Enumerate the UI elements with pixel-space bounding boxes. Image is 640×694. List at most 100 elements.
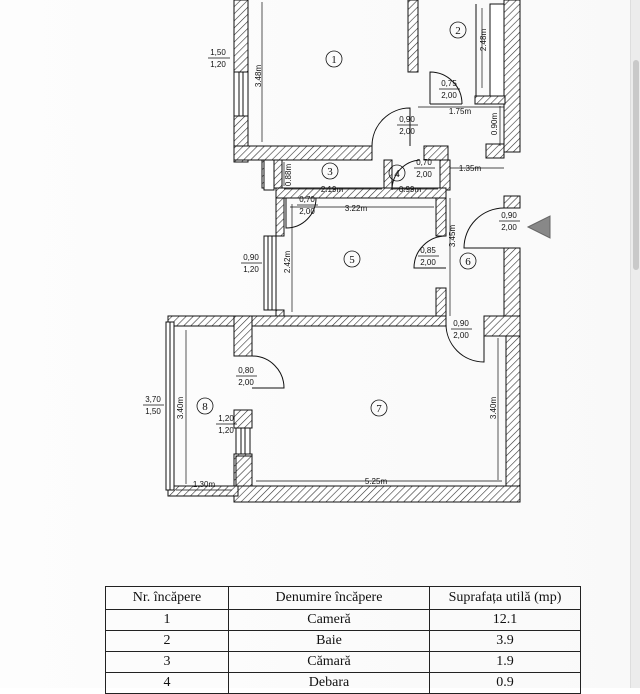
dim-1-35: 1.35m bbox=[459, 164, 482, 173]
label-door-090a: 0,90 2,00 bbox=[397, 115, 418, 136]
cell-nr: 2 bbox=[105, 630, 229, 652]
dim-1-30: 1.30m bbox=[193, 480, 216, 489]
room-1-marker: 1 bbox=[325, 50, 343, 68]
cell-name: Baie bbox=[228, 630, 430, 652]
windows bbox=[165, 71, 277, 491]
floor-plan: 3.48m 2.48m 1.75m 0.90m 0.88m 2.19m 0.99… bbox=[143, 0, 551, 503]
cell-nr: 3 bbox=[105, 651, 229, 673]
svg-text:0,70: 0,70 bbox=[416, 158, 432, 167]
svg-text:2,00: 2,00 bbox=[238, 378, 254, 387]
room-numbers: 1 2 3 4 5 6 7 8 bbox=[196, 21, 477, 417]
dim-2-42: 2.42m bbox=[283, 251, 292, 274]
svg-text:6: 6 bbox=[465, 256, 471, 268]
room-7-marker: 7 bbox=[370, 399, 388, 417]
label-win8b: 1,20 1,20 bbox=[216, 414, 237, 435]
svg-text:2,00: 2,00 bbox=[441, 91, 457, 100]
dim-5-25: 5.25m bbox=[365, 477, 388, 486]
label-door-090b: 0,90 2,00 bbox=[451, 319, 472, 340]
svg-text:1,20: 1,20 bbox=[218, 426, 234, 435]
dim-1-75: 1.75m bbox=[449, 107, 472, 116]
entry-arrow-icon bbox=[526, 215, 551, 239]
svg-text:1,50: 1,50 bbox=[145, 407, 161, 416]
svg-text:1,20: 1,20 bbox=[243, 265, 259, 274]
cell-area: 12.1 bbox=[429, 609, 581, 631]
vertical-scrollbar[interactable] bbox=[630, 0, 640, 688]
room-2-marker: 2 bbox=[449, 21, 467, 39]
svg-text:7: 7 bbox=[376, 403, 382, 415]
dim-3-22: 3.22m bbox=[345, 204, 368, 213]
dim-3-48: 3.48m bbox=[254, 65, 263, 88]
label-door-080: 0,80 2,00 bbox=[236, 366, 257, 387]
svg-text:0,80: 0,80 bbox=[238, 366, 254, 375]
dim-0-99: 0.99m bbox=[399, 185, 422, 194]
dimension-labels: 3.48m 2.48m 1.75m 0.90m 0.88m 2.19m 0.99… bbox=[176, 29, 499, 489]
dimension-lines bbox=[176, 2, 504, 491]
room-6-marker: 6 bbox=[459, 252, 477, 270]
svg-text:0,90: 0,90 bbox=[399, 115, 415, 124]
cell-nr: 4 bbox=[105, 672, 229, 694]
opening-labels: 1,50 1,20 0,75 2,00 0,90 2,00 0,70 2,00 … bbox=[143, 48, 520, 435]
svg-text:2,00: 2,00 bbox=[416, 170, 432, 179]
cell-area: 0.9 bbox=[429, 672, 581, 694]
dim-3-45: 3.45m bbox=[448, 225, 457, 248]
header-room-name: Denumire încăpere bbox=[228, 586, 430, 610]
svg-text:2,00: 2,00 bbox=[299, 207, 315, 216]
svg-text:3,70: 3,70 bbox=[145, 395, 161, 404]
svg-text:0,90: 0,90 bbox=[453, 319, 469, 328]
table-header-row: Nr. încăpere Denumire încăpere Suprafața… bbox=[105, 586, 581, 610]
svg-text:0,90: 0,90 bbox=[501, 211, 517, 220]
cell-area: 3.9 bbox=[429, 630, 581, 652]
svg-text:0,90: 0,90 bbox=[243, 253, 259, 262]
svg-text:1,20: 1,20 bbox=[210, 60, 226, 69]
svg-text:5: 5 bbox=[349, 254, 355, 266]
cell-area: 1.9 bbox=[429, 651, 581, 673]
svg-text:2,00: 2,00 bbox=[399, 127, 415, 136]
header-room-number: Nr. încăpere bbox=[105, 586, 229, 610]
doors bbox=[251, 71, 505, 389]
svg-text:2,00: 2,00 bbox=[453, 331, 469, 340]
room-5-marker: 5 bbox=[343, 250, 361, 268]
dim-2-48: 2.48m bbox=[479, 29, 488, 52]
label-door-entry: 0,90 2,00 bbox=[499, 211, 520, 232]
svg-text:0,85: 0,85 bbox=[420, 246, 436, 255]
room-area-table: Nr. încăpere Denumire încăpere Suprafața… bbox=[105, 586, 581, 694]
table-row: 2 Baie 3.9 bbox=[105, 630, 581, 652]
label-win1: 1,50 1,20 bbox=[208, 48, 230, 69]
dim-0-90-v: 0.90m bbox=[490, 113, 499, 136]
label-win5: 0,90 1,20 bbox=[241, 253, 262, 274]
svg-text:0,70: 0,70 bbox=[299, 195, 315, 204]
scrollbar-thumb[interactable] bbox=[633, 60, 639, 270]
table-row: 1 Cameră 12.1 bbox=[105, 609, 581, 631]
cell-nr: 1 bbox=[105, 609, 229, 631]
bath-fixture bbox=[475, 3, 505, 97]
room-4-marker: 4 bbox=[388, 164, 406, 182]
dim-3-40-right: 3.40m bbox=[489, 397, 498, 420]
svg-text:2,00: 2,00 bbox=[501, 223, 517, 232]
svg-text:0,75: 0,75 bbox=[441, 79, 457, 88]
svg-text:3: 3 bbox=[327, 166, 333, 178]
svg-text:2,00: 2,00 bbox=[420, 258, 436, 267]
cell-name: Debara bbox=[228, 672, 430, 694]
table-row: 3 Cămară 1.9 bbox=[105, 651, 581, 673]
svg-text:8: 8 bbox=[202, 401, 208, 413]
room-8-marker: 8 bbox=[196, 397, 214, 415]
svg-text:1,20: 1,20 bbox=[218, 414, 234, 423]
cell-name: Cămară bbox=[228, 651, 430, 673]
label-door-070a: 0,70 2,00 bbox=[414, 158, 435, 179]
walls bbox=[167, 0, 521, 503]
header-usable-area: Suprafața utilă (mp) bbox=[429, 586, 581, 610]
svg-text:2: 2 bbox=[455, 25, 461, 37]
dim-3-40-left: 3.40m bbox=[176, 397, 185, 420]
dim-0-88: 0.88m bbox=[284, 164, 293, 187]
cell-name: Cameră bbox=[228, 609, 430, 631]
label-door-070b: 0,70 2,00 bbox=[297, 195, 318, 216]
label-win8a: 3,70 1,50 bbox=[143, 395, 164, 416]
svg-text:1: 1 bbox=[331, 54, 337, 66]
label-door-085: 0,85 2,00 bbox=[418, 246, 439, 267]
svg-text:4: 4 bbox=[394, 168, 400, 180]
label-door-075: 0,75 2,00 bbox=[439, 79, 460, 100]
dim-2-19: 2.19m bbox=[321, 185, 344, 194]
table-row: 4 Debara 0.9 bbox=[105, 672, 581, 694]
room-3-marker: 3 bbox=[321, 162, 339, 180]
